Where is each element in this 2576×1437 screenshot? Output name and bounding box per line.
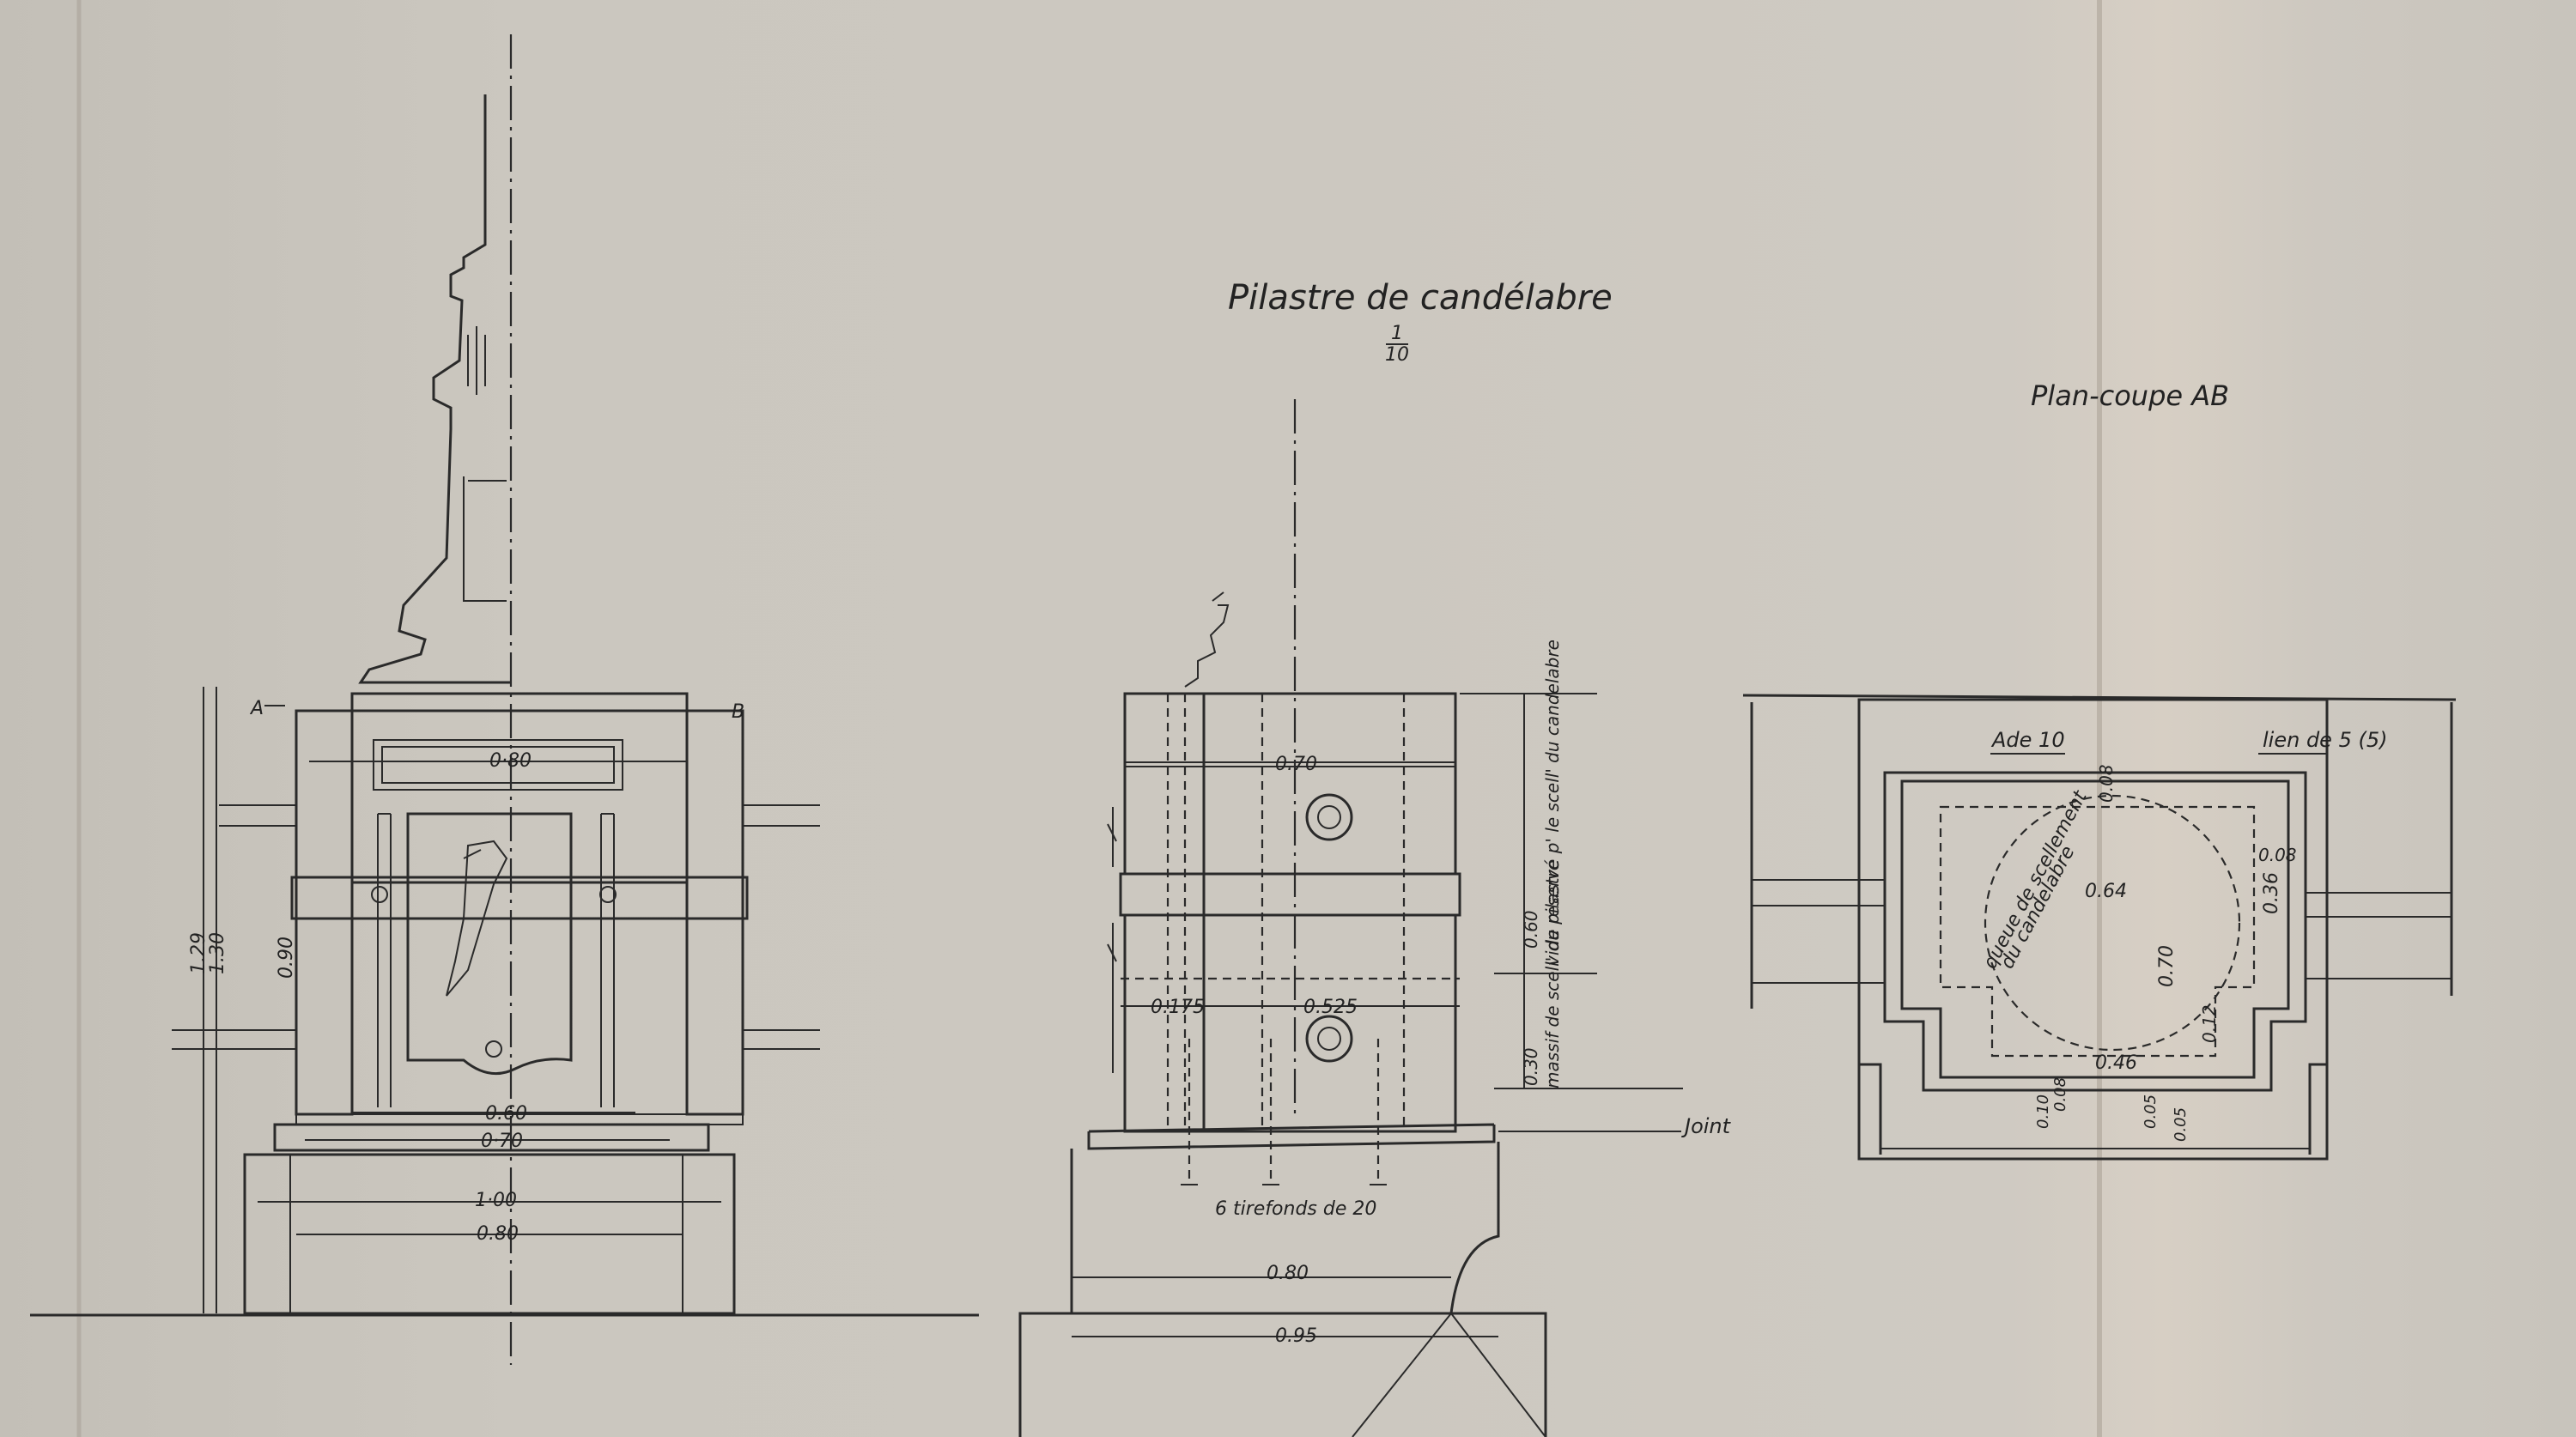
left-pier <box>295 709 354 1116</box>
dim-base-width-1: 1·00 <box>475 1190 517 1211</box>
upper-label: vide reservé p' le scell' du candelabre <box>1542 640 1563 966</box>
plan-bottom-dim-2: 0.08 <box>2051 1077 2069 1112</box>
plan-bottom-dim-1: 0.10 <box>2034 1094 2052 1129</box>
dim-inner-width: 0.60 <box>485 1103 527 1125</box>
central-panel <box>406 812 573 1076</box>
right-pier <box>685 709 744 1116</box>
dim-top-width: 0·80 <box>489 750 532 772</box>
side-plinth <box>1087 1123 1496 1150</box>
coat-of-arms <box>446 840 508 997</box>
lower-label: massif de scell' du pilastre <box>1542 860 1563 1088</box>
rosette-right <box>599 886 617 903</box>
dim-height-total-2: 1.30 <box>207 932 228 974</box>
drawing-title: Pilastre de candélabre <box>1228 278 1613 318</box>
dim-footing-width: 0.95 <box>1275 1325 1317 1347</box>
plan-bottom-dim-3: 0.05 <box>2142 1094 2160 1129</box>
plan-bottom-dim-4: 0.05 <box>2172 1107 2190 1142</box>
plan-outer <box>1857 698 2329 1161</box>
plan-outline <box>1742 694 2457 1009</box>
lower-value: 0.30 <box>1521 1047 1541 1086</box>
bolt-lower <box>1305 1015 1353 1063</box>
front-elevation: A B 0·80 0.60 0·70 1·00 0.80 1.29 1.30 0… <box>30 34 979 1365</box>
plan-title: Plan-coupe AB <box>2031 379 2229 412</box>
middle-band <box>290 876 749 920</box>
scale-denominator: 10 <box>1385 344 1409 366</box>
section-mark-a: A <box>249 698 264 719</box>
side-band <box>1119 872 1461 917</box>
plinth <box>273 1123 710 1152</box>
plan-inner-diameter: 0.64 <box>2085 881 2127 902</box>
pilaster-upper <box>350 709 689 884</box>
screws-label: 6 tirefonds de 20 <box>1215 1198 1376 1220</box>
plan-bottom-width: 0.46 <box>2095 1052 2137 1074</box>
rosette-bottom <box>485 1040 502 1058</box>
tirefonds <box>1188 1039 1380 1185</box>
upper-value: 0.60 <box>1521 910 1541 949</box>
candelabra-shaft <box>358 94 511 684</box>
plan-right-offset: 0.08 <box>2258 845 2297 865</box>
dim-side-top-width: 0.70 <box>1275 754 1317 775</box>
dim-height-total-1: 1.29 <box>188 932 210 974</box>
sealing-label-1: queue de scellement <box>1979 786 2092 973</box>
dim-height-pier: 0.90 <box>276 937 297 979</box>
railing-bars <box>172 804 820 1050</box>
plan-small-dim: 0.12 <box>2199 1004 2220 1043</box>
bolt-lower-inner <box>1317 1027 1341 1051</box>
rosette-left <box>371 886 388 903</box>
side-section: 6 tirefonds de 20 0.70 0.175 0.525 0.80 … <box>1018 399 1732 1437</box>
footing-diagonals <box>1352 1312 1546 1437</box>
plan-inner <box>1883 771 2307 1092</box>
footing <box>1018 1312 1547 1437</box>
bolt-upper <box>1305 793 1353 841</box>
plan-railing <box>1752 879 2451 984</box>
side-lower-block <box>1123 913 1457 1133</box>
dim-right-width: 0.525 <box>1303 997 1358 1018</box>
dim-left-offset: 0.175 <box>1151 997 1205 1018</box>
section-mark-b: B <box>732 701 744 723</box>
plan-step <box>1859 1063 2327 1155</box>
sealing-box <box>1939 805 2256 1058</box>
dim-base-width-2: 0.80 <box>477 1223 519 1245</box>
plan-inner-2 <box>1900 779 2290 1079</box>
bolt-upper-inner <box>1317 805 1341 829</box>
name-panel-inner <box>381 746 615 784</box>
side-upper-block <box>1123 692 1457 876</box>
angle-label: Ade 10 <box>1990 728 2065 752</box>
plan-depth: 0.70 <box>2156 945 2178 987</box>
candelabra-fragment <box>1184 591 1230 688</box>
plan-right-dim: 0.36 <box>2261 872 2282 914</box>
side-foundation <box>1070 1142 1500 1315</box>
flutes <box>377 813 615 1107</box>
plan-top-offset: 0.08 <box>2096 764 2117 803</box>
scale-numerator: 1 <box>1391 323 1403 344</box>
shaft-detail <box>463 326 507 602</box>
tie-label: lien de 5 (5) <box>2263 728 2387 752</box>
pilaster-cap <box>350 692 689 712</box>
candelabra-circle <box>1984 794 2241 1052</box>
base-block <box>243 1153 736 1315</box>
dim-plinth-width: 0·70 <box>481 1131 523 1152</box>
side-ornament <box>1107 807 1117 1073</box>
name-panel <box>373 739 623 791</box>
joint-label: Joint <box>1681 1114 1732 1138</box>
dim-side-base-width: 0.80 <box>1267 1263 1309 1284</box>
